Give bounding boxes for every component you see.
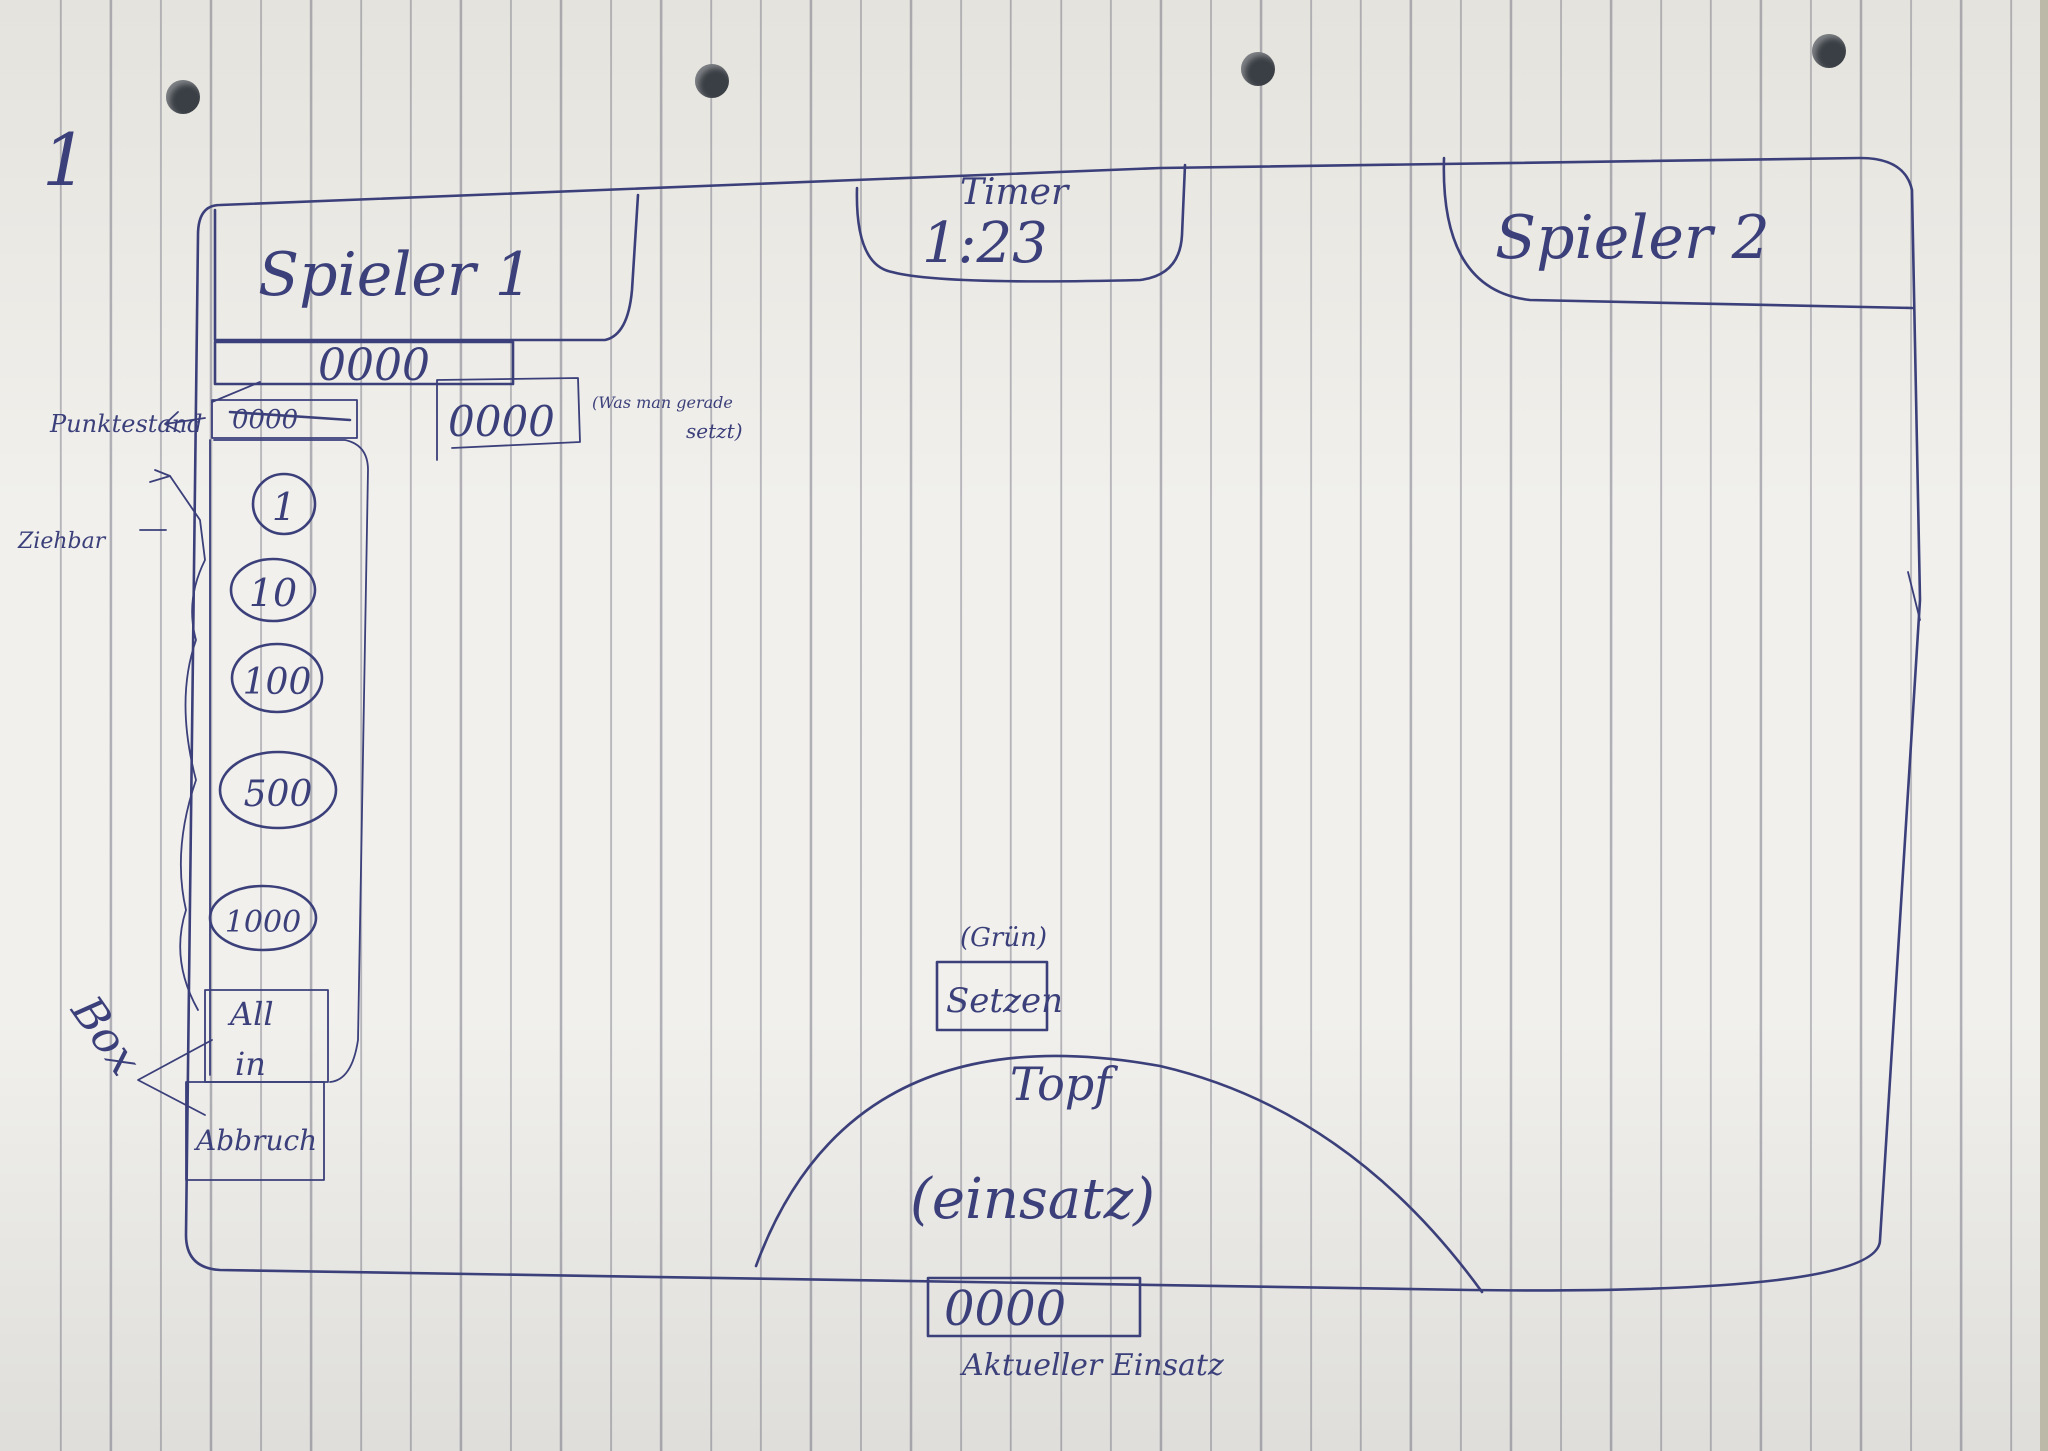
current-bet-note-2: setzt) [686,419,743,443]
player1-score-box: 0000 [213,340,515,391]
current-bet: 0000 (Was man gerade setzt) [436,377,743,461]
page-number: 1 [42,118,88,202]
pot-line1: Topf [1010,1057,1118,1111]
all-in-line2: in [235,1045,266,1083]
chip-1000[interactable]: 1000 [208,884,318,952]
points-row: Punktestand 0000 [49,381,358,439]
chip-100[interactable]: 100 [230,642,324,714]
chip-column [209,439,369,1083]
abort-button[interactable]: Abbruch [185,1081,325,1181]
timer-label: Timer [960,172,1070,213]
chip-10-label: 10 [249,571,297,615]
timer-value: 1:23 [922,211,1048,276]
player2-panel: Spieler 2 [1442,156,1914,310]
drag-annotation: Ziehbar [17,469,206,1011]
timer-box: Timer 1:23 [855,163,1187,283]
pot-line2: (einsatz) [910,1167,1155,1232]
pot-value: 0000 [944,1281,1066,1337]
chip-1[interactable]: 1 [251,472,317,536]
set-color-note: (Grün) [960,923,1047,953]
player1-panel: Spieler 1 [213,193,640,342]
current-bet-value: 0000 [448,397,555,446]
points-label: Punktestand [49,410,203,438]
set-button[interactable]: (Grün) Setzen [935,923,1063,1032]
drag-label: Ziehbar [17,529,107,554]
player1-score: 0000 [318,340,430,391]
current-bet-note-1: (Was man gerade [592,393,733,412]
punch-hole-4 [1812,34,1846,68]
chip-1000-label: 1000 [225,905,301,940]
chip-1-label: 1 [272,485,296,529]
frame-tick [1907,571,1921,621]
punch-hole-1 [166,80,200,114]
punch-hole-2 [695,64,729,98]
pot-caption: Aktueller Einsatz [959,1348,1224,1383]
set-label: Setzen [946,981,1063,1021]
box-label: Box [60,986,150,1085]
all-in-button[interactable]: All in [204,989,329,1083]
chip-10[interactable]: 10 [229,557,317,623]
paper-edge [2040,0,2048,1451]
punch-hole-3 [1241,52,1275,86]
chip-100-label: 100 [243,662,312,703]
chip-500-label: 500 [244,774,313,815]
all-in-line1: All [227,995,274,1033]
pot-value-box: 0000 Aktueller Einsatz [926,1276,1224,1383]
abort-label: Abbruch [193,1124,317,1157]
chip-500[interactable]: 500 [218,750,338,830]
player1-name: Spieler 1 [258,240,533,310]
pot-area: Topf (einsatz) [754,1054,1484,1294]
player2-name: Spieler 2 [1495,203,1770,273]
points-value: 0000 [232,405,298,435]
screen-frame [184,156,1922,1292]
